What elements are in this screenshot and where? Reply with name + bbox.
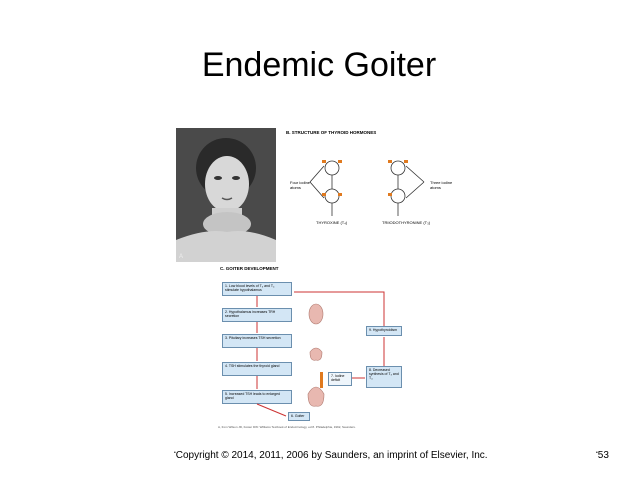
triiodothyronine-label: TRIIODOTHYRONINE (T₃) [382,220,431,225]
step-8: 8. Decreased synthesis of T₃ and T₄ [366,366,402,388]
step-6: 6. Goiter [288,412,310,421]
structure-title: B. STRUCTURE OF THYROID HORMONES [286,130,377,135]
step-3: 3. Pituitary increases TSH secretion [222,334,292,348]
step-4: 4. TSH stimulates the thyroid gland [222,362,292,376]
goiter-figure: A B. STRUCTURE OF THYROID HORMONES [172,126,462,431]
copyright-bullet: • [174,450,176,456]
copyright-text: Copyright © 2014, 2011, 2006 by Saunders… [175,450,488,461]
page-number-bullet: • [596,450,598,456]
four-iodine-label: Four iodine atoms [290,180,311,190]
hormone-structures-drawing [309,160,425,216]
patient-face-illustration [176,128,276,262]
panel-a-label: A [179,254,184,260]
page-number: •53 [596,450,609,461]
slide-title: Endemic Goiter [201,46,437,84]
step-2: 2. Hypothalamus increases TRH secretion [222,308,292,322]
step-7: 7. Iodine deficit [328,372,352,386]
goiter-development-panel: C. GOITER DEVELOPMENT 1. Low blood level… [216,266,412,431]
figure-credit: A, from Wilson JD, Foster DW: Williams T… [218,425,356,429]
goiter-arrows-and-glands [256,291,385,417]
thyroxine-label: THYROXINE (T₄) [316,220,348,225]
page-number-text: 53 [597,450,609,461]
step-9: 9. Hypothyroidism [366,326,402,336]
goiter-title: C. GOITER DEVELOPMENT [220,266,279,271]
hormone-structure-panel: B. STRUCTURE OF THYROID HORMONES [286,130,462,250]
step-1: 1. Low blood levels of T₃ and T₄ stimula… [222,282,292,296]
copyright-notice: •Copyright © 2014, 2011, 2006 by Saunder… [174,450,488,461]
three-iodine-label: Three iodine atoms [430,180,453,190]
patient-photo: A [176,128,276,262]
step-5: 5. Increased TSH leads to enlarged gland [222,390,292,404]
